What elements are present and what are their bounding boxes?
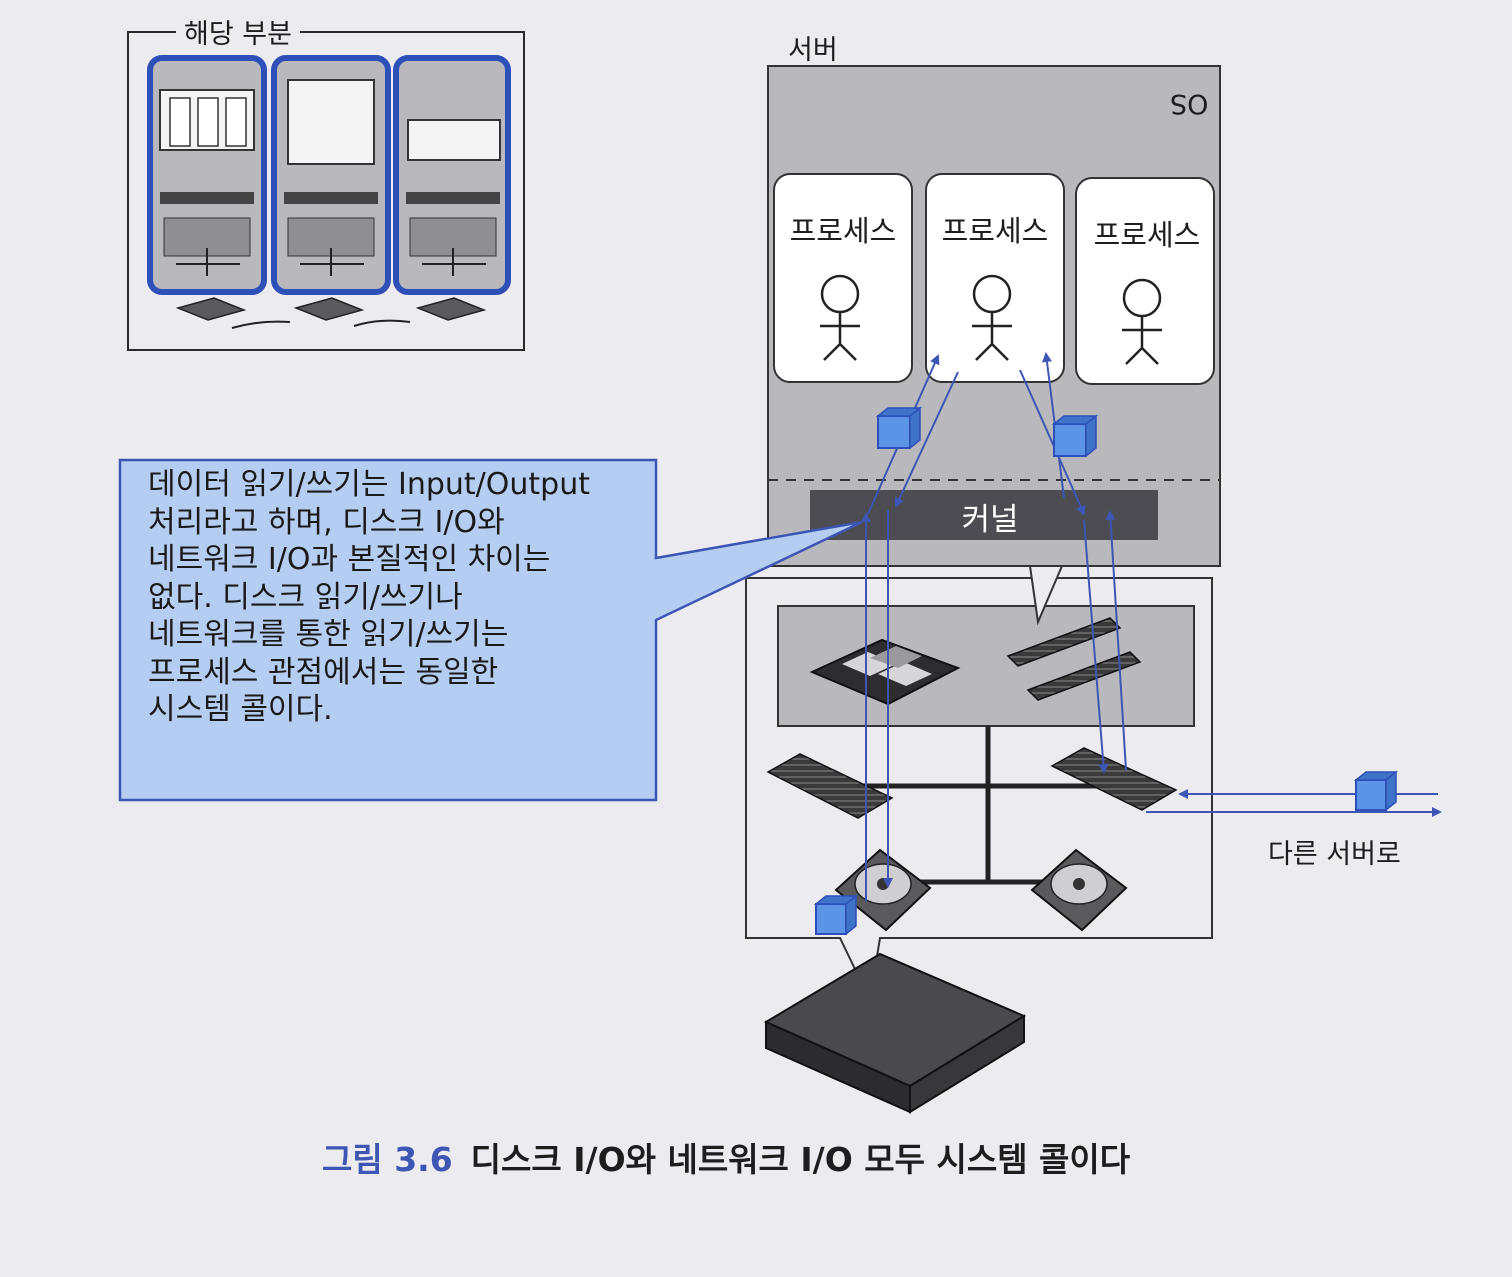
callout-line: 처리라고 하며, 디스크 I/O와 <box>148 504 505 540</box>
cpu-chip <box>809 638 961 706</box>
process-label-3: 프로세스 <box>1093 218 1201 252</box>
process-figures <box>820 274 1162 365</box>
overview-panel <box>127 31 525 351</box>
os-label: OS <box>1170 88 1209 119</box>
other-server-label: 다른 서버로 <box>1268 839 1401 870</box>
caption-number: 그림 3.6 <box>322 1140 453 1179</box>
caption-text: 디스크 I/O와 네트워크 I/O 모두 시스템 콜이다 <box>470 1140 1131 1179</box>
cube-icon <box>813 894 859 936</box>
hard-disk-2 <box>1030 848 1128 932</box>
process-label-2: 프로세스 <box>941 214 1049 248</box>
callout-line: 시스템 콜이다. <box>148 692 333 727</box>
mini-storage <box>175 297 487 329</box>
external-storage <box>763 952 1027 1114</box>
mini-server-1 <box>147 55 267 295</box>
kernel-label: 커널 <box>961 502 1019 538</box>
overview-title: 해당 부분 <box>176 12 300 51</box>
cube-icon <box>875 406 923 450</box>
callout-line: 네트워크 I/O과 본질적인 차이는 <box>148 542 551 577</box>
callout-text: 데이터 읽기/쓰기는 Input/Output 처리라고 하며, 디스크 I/O… <box>148 466 648 729</box>
figure-caption: 그림 3.6 디스크 I/O와 네트워크 I/O 모두 시스템 콜이다 <box>322 1133 1130 1181</box>
callout-line: 없다. 디스크 읽기/쓰기나 <box>148 579 463 615</box>
network-card <box>1050 747 1178 811</box>
callout-line: 네트워크를 통한 읽기/쓰기는 <box>148 617 509 652</box>
cube-icon <box>1353 770 1399 812</box>
mini-server-3 <box>393 55 511 295</box>
callout-line: 프로세스 관점에서는 동일한 <box>148 654 499 690</box>
callout-line: 데이터 읽기/쓰기는 Input/Output <box>148 467 590 502</box>
data-cubes <box>813 406 1399 936</box>
server-label: 서버 <box>788 35 838 66</box>
mini-server-2 <box>271 55 391 295</box>
callout-bubble <box>118 458 863 802</box>
cube-icon <box>1051 414 1099 458</box>
process-label-1: 프로세스 <box>789 214 897 248</box>
disk-controller-card <box>766 753 894 819</box>
